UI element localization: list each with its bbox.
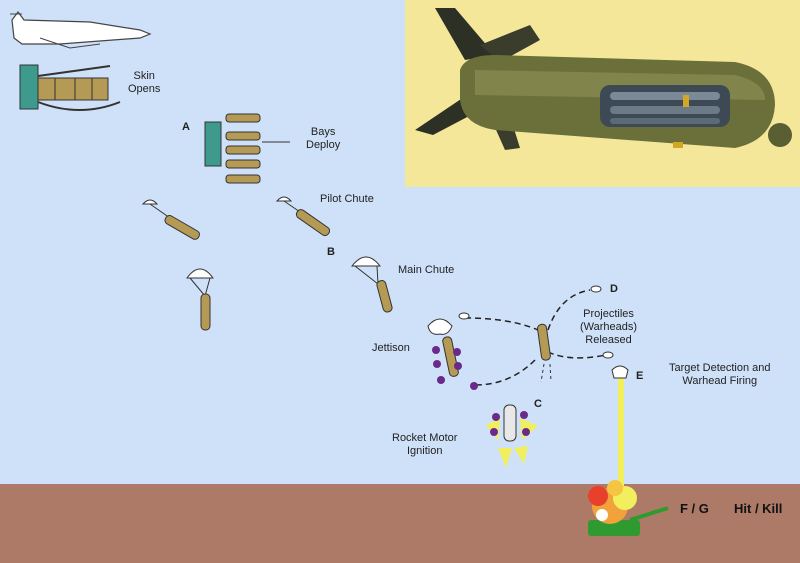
dispenser-tail-left: [540, 363, 545, 383]
label-projectiles-line2: (Warheads): [580, 321, 638, 333]
dispenser-tail-right: [549, 363, 552, 383]
label-bays-deploy-line1: Bays: [310, 126, 336, 138]
label-rocket-motor-line2: Ignition: [406, 445, 443, 457]
label-pilot-chute: Pilot Chute: [320, 193, 374, 205]
rocket-motor-ignition: [486, 404, 538, 468]
marker-c: C: [534, 398, 542, 410]
label-bays-deploy: Bays Deploy: [306, 126, 340, 152]
label-projectiles-line1: Projectiles: [583, 308, 634, 320]
projectile-trajectories: [464, 289, 607, 386]
label-fg: F / G: [680, 501, 709, 516]
label-target-detection-line1: Target Detection and: [669, 362, 771, 374]
marker-a: A: [182, 121, 190, 133]
projectile-bottom-left: [470, 382, 478, 390]
munition-main-chute-left: [186, 268, 214, 331]
canister-skin-opens: [19, 64, 121, 111]
target-detection-beam: [611, 365, 629, 486]
label-projectiles: Projectiles (Warheads) Released: [580, 308, 637, 347]
label-skin-opens-line2: Opens: [128, 83, 161, 95]
projectile-d: [590, 285, 602, 293]
label-main-chute: Main Chute: [398, 264, 455, 276]
label-rocket-motor: Rocket Motor Ignition: [392, 432, 457, 458]
dispenser-center: [537, 323, 551, 361]
label-hit-kill: Hit / Kill: [734, 501, 783, 516]
label-rocket-motor-line1: Rocket Motor: [392, 432, 458, 444]
munition-jettison: [427, 318, 462, 384]
label-skin-opens-line1: Skin: [133, 70, 155, 82]
munition-pilot-chute-right: [275, 196, 331, 237]
hit-explosion: [588, 480, 669, 536]
bomb-photo-panel: [405, 0, 800, 187]
munition-pilot-chute-left: [141, 199, 200, 240]
label-target-detection-line2: Warhead Firing: [682, 375, 758, 387]
ground: [0, 484, 800, 563]
marker-b: B: [327, 246, 335, 258]
projectile-top-left: [458, 312, 470, 320]
jet-aircraft: [10, 11, 152, 49]
cluster-bomb-photo: [415, 8, 792, 150]
label-bays-deploy-line2: Deploy: [306, 139, 341, 151]
canister-bays-deploy: [204, 113, 290, 184]
projectile-right: [602, 351, 614, 359]
marker-e: E: [636, 370, 644, 382]
label-projectiles-line3: Released: [585, 334, 632, 346]
munition-main-chute-right: [350, 256, 393, 313]
label-skin-opens: Skin Opens: [128, 70, 160, 96]
marker-d: D: [610, 283, 618, 295]
label-jettison: Jettison: [372, 342, 410, 354]
label-target-detection: Target Detection and Warhead Firing: [669, 362, 771, 388]
